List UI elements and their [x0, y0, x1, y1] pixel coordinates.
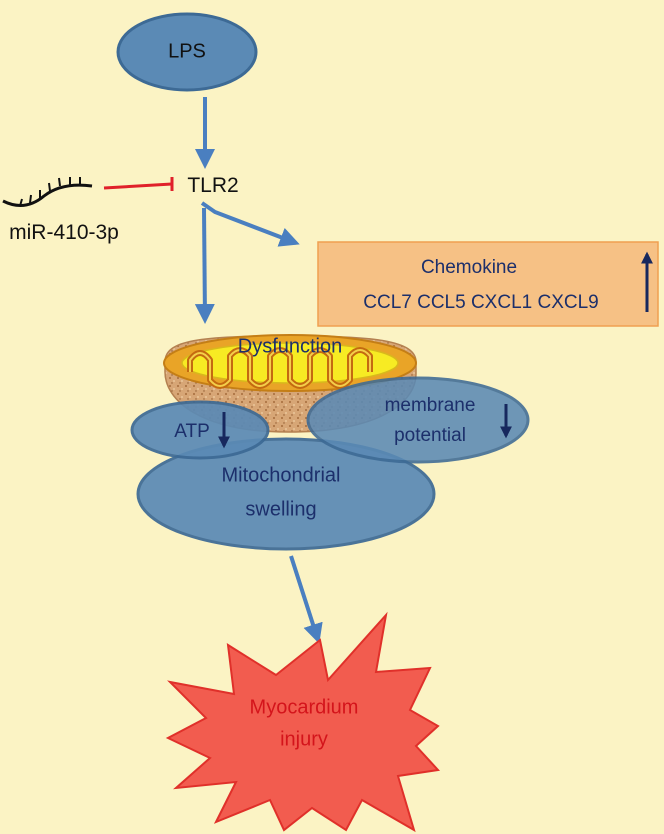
tlr2-label: TLR2: [187, 174, 239, 197]
inhibition-line: [103, 177, 174, 191]
lps-node: [116, 12, 258, 92]
injury-label-line2: injury: [280, 728, 328, 751]
injury-burst: [165, 611, 441, 833]
membrane-label-line2: potential: [394, 425, 466, 446]
membrane-label-line1: membrane: [384, 395, 476, 416]
arrow-tlr2-to-chemokine: [200, 201, 300, 247]
swelling-label-line2: swelling: [245, 498, 317, 521]
chemokine-list: CCL7 CCL5 CXCL1 CXCL9: [363, 292, 599, 313]
injury-label-line1: Myocardium: [249, 696, 359, 719]
rna-strand-icon: [2, 177, 93, 207]
arrow-swelling-to-injury: [289, 555, 323, 644]
dysfunction-label: Dysfunction: [237, 335, 343, 358]
membrane-node: [306, 376, 530, 464]
lps-label: LPS: [168, 40, 206, 63]
swelling-node: [136, 437, 436, 551]
chemokine-title: Chemokine: [420, 257, 518, 278]
swelling-label-line1: Mitochondrial: [221, 464, 341, 487]
mirna-label: miR-410-3p: [9, 221, 119, 244]
atp-label: ATP: [174, 421, 210, 442]
arrow-tlr2-to-dysfunction: [194, 207, 215, 324]
chemokine-box: [317, 241, 659, 327]
atp-node: [130, 400, 270, 460]
